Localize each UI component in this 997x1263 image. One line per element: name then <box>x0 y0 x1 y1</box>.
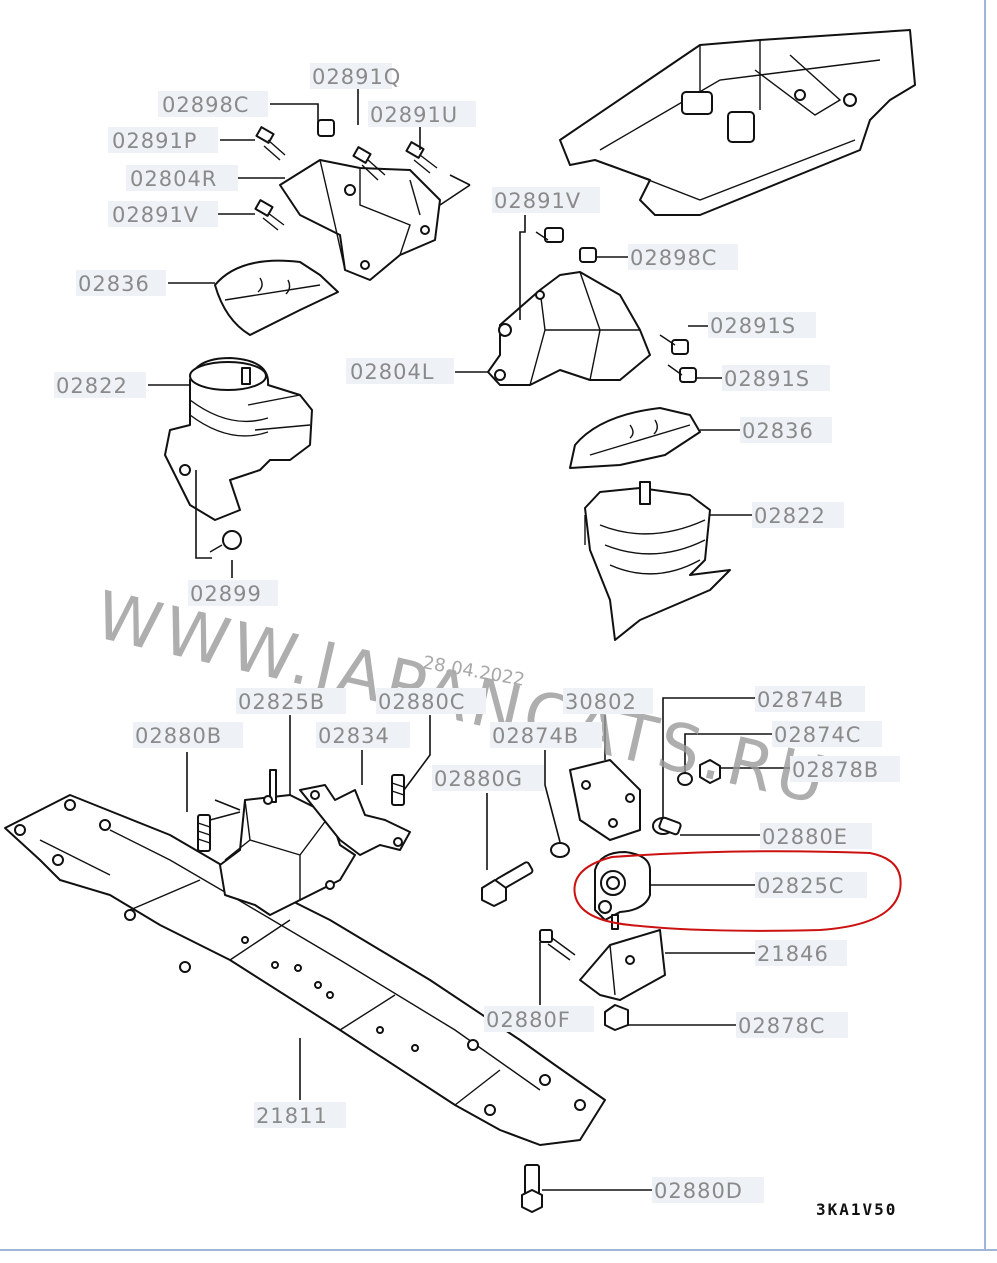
label-02891p: 02891P <box>112 129 197 153</box>
label-02891q: 02891Q <box>312 65 401 89</box>
label-02825b: 02825B <box>238 690 325 714</box>
label-02878c: 02878C <box>738 1014 825 1038</box>
diagram-code: 3KA1V50 <box>816 1200 897 1219</box>
highlight-outline <box>573 850 902 932</box>
heat-shield-02836-right-drawing <box>569 407 701 469</box>
label-02825c: 02825C <box>757 874 844 898</box>
label-02874b-left: 02874B <box>492 724 579 748</box>
label-02822-left: 02822 <box>56 374 128 398</box>
label-02880d: 02880D <box>654 1179 743 1203</box>
part-labels: 02891Q 02898C 02891U 02891P 02804R 02891… <box>54 63 900 1203</box>
label-02880f: 02880F <box>486 1008 571 1032</box>
label-02804l: 02804L <box>350 360 435 384</box>
crossmember-21811-drawing <box>4 794 606 1146</box>
label-02878b: 02878B <box>792 758 879 782</box>
label-21846: 21846 <box>757 942 829 966</box>
engine-mount-02822-left-drawing <box>164 357 313 553</box>
bracket-21846-drawing <box>579 929 666 1001</box>
washers-nuts-right <box>550 759 721 858</box>
label-02898c-top: 02898C <box>162 93 249 117</box>
bracket-02834-drawing <box>299 784 411 856</box>
bolts-right-lower <box>521 929 629 1213</box>
bracket-02804l-drawing <box>487 227 697 386</box>
bolts-top-left <box>254 119 438 231</box>
engine-mount-02822-right-drawing <box>584 481 731 641</box>
mount-02825c-drawing <box>594 851 651 930</box>
heat-shield-02836-left-drawing <box>214 259 339 336</box>
chassis-frame-drawing <box>559 29 916 216</box>
label-02891u: 02891U <box>370 103 458 127</box>
label-02898c-right: 02898C <box>630 246 717 270</box>
label-02822-right: 02822 <box>754 504 826 528</box>
label-02834: 02834 <box>318 724 390 748</box>
label-02836-left: 02836 <box>78 272 150 296</box>
label-02880b: 02880B <box>135 724 222 748</box>
leader-lines <box>148 88 790 1191</box>
label-02891s-bottom: 02891S <box>724 367 810 391</box>
label-02899: 02899 <box>190 582 262 606</box>
label-02891v-left: 02891V <box>112 203 199 227</box>
bolt-02880g-drawing <box>481 861 534 907</box>
bracket-02804r-drawing <box>279 159 441 281</box>
label-02836-right: 02836 <box>742 419 814 443</box>
label-21811: 21811 <box>256 1104 328 1128</box>
bracket-30802-drawing <box>569 759 641 841</box>
bolts-left-lower <box>197 774 405 852</box>
label-02891s-top: 02891S <box>710 314 796 338</box>
label-02804r: 02804R <box>130 167 217 191</box>
label-02880g: 02880G <box>434 767 523 791</box>
label-02874c: 02874C <box>774 723 861 747</box>
label-02880e: 02880E <box>762 825 848 849</box>
label-30802: 30802 <box>565 690 637 714</box>
mount-02825b-drawing <box>219 769 356 916</box>
label-02891v-right: 02891V <box>494 189 581 213</box>
label-02874b-right: 02874B <box>757 688 844 712</box>
label-02880c: 02880C <box>378 690 465 714</box>
